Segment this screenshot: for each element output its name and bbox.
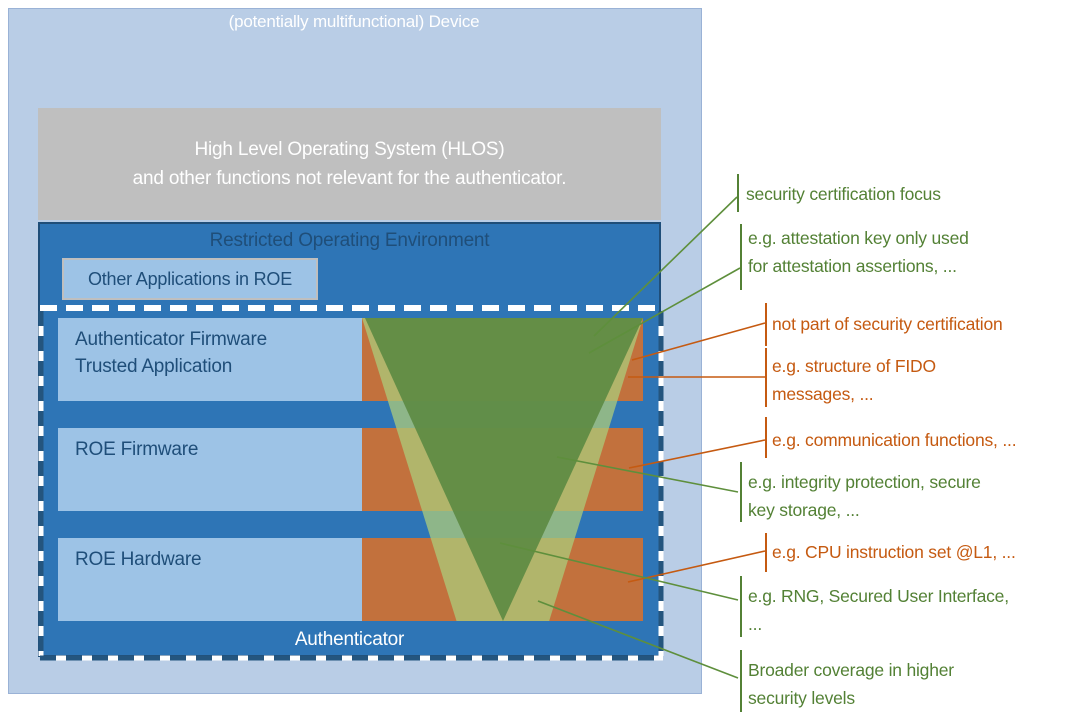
annotation-line: e.g. attestation key only used — [748, 228, 969, 248]
annotation-communication-functions: e.g. communication functions, ... — [772, 426, 1017, 454]
hlos-line1: High Level Operating System (HLOS) — [194, 139, 505, 160]
callout-bar — [740, 650, 742, 712]
row-label-line: Trusted Application — [75, 356, 233, 377]
annotation-line: Broader coverage in higher — [748, 660, 954, 680]
row-label-line: ROE Firmware — [75, 439, 199, 460]
callout-bar — [737, 174, 739, 212]
hlos-box: High Level Operating System (HLOS) and o… — [38, 108, 661, 220]
annotation-line: e.g. communication functions, ... — [772, 430, 1017, 450]
row-authenticator-firmware: Authenticator Firmware Trusted Applicati… — [75, 326, 267, 380]
annotation-cpu-instruction-set: e.g. CPU instruction set @L1, ... — [772, 538, 1016, 566]
annotation-fido-messages: e.g. structure of FIDO messages, ... — [772, 352, 936, 408]
hlos-line2: and other functions not relevant for the… — [132, 168, 567, 189]
callout-bar — [765, 303, 767, 346]
annotation-broader-coverage: Broader coverage in higher security leve… — [748, 656, 954, 712]
annotation-attestation-key: e.g. attestation key only used for attes… — [748, 224, 969, 280]
annotation-line: messages, ... — [772, 384, 874, 404]
callout-bar — [765, 348, 767, 407]
annotation-line: key storage, ... — [748, 500, 860, 520]
row-roe-hardware: ROE Hardware — [75, 546, 202, 573]
annotation-not-part-of-certification: not part of security certification — [772, 310, 1003, 338]
annotation-line: e.g. RNG, Secured User Interface, — [748, 586, 1009, 606]
annotation-line: e.g. integrity protection, secure — [748, 472, 981, 492]
callout-bar — [765, 533, 767, 572]
row-label-line: Authenticator Firmware — [75, 329, 268, 350]
annotation-rng-secured-ui: e.g. RNG, Secured User Interface, ... — [748, 582, 1009, 638]
callout-bar — [740, 576, 742, 637]
callout-bar — [765, 417, 767, 458]
annotation-line: for attestation assertions, ... — [748, 256, 957, 276]
annotation-line: e.g. CPU instruction set @L1, ... — [772, 542, 1016, 562]
annotation-line: not part of security certification — [772, 314, 1003, 334]
device-title: (potentially multifunctional) Device — [228, 12, 480, 31]
annotation-line: ... — [748, 614, 762, 634]
roe-title: Restricted Operating Environment — [209, 230, 490, 251]
annotation-integrity-protection: e.g. integrity protection, secure key st… — [748, 468, 981, 524]
authenticator-label: Authenticator — [294, 629, 405, 650]
annotation-line: security levels — [748, 688, 855, 708]
annotation-line: e.g. structure of FIDO — [772, 356, 936, 376]
other-apps-label: Other Applications in ROE — [87, 268, 293, 289]
row-roe-firmware: ROE Firmware — [75, 436, 198, 463]
row-label-line: ROE Hardware — [75, 549, 202, 570]
other-apps-box: Other Applications in ROE — [62, 258, 318, 300]
annotation-line: security certification focus — [746, 184, 941, 204]
callout-bar — [740, 462, 742, 522]
annotation-security-certification-focus: security certification focus — [746, 180, 941, 208]
callout-bar — [740, 224, 742, 290]
